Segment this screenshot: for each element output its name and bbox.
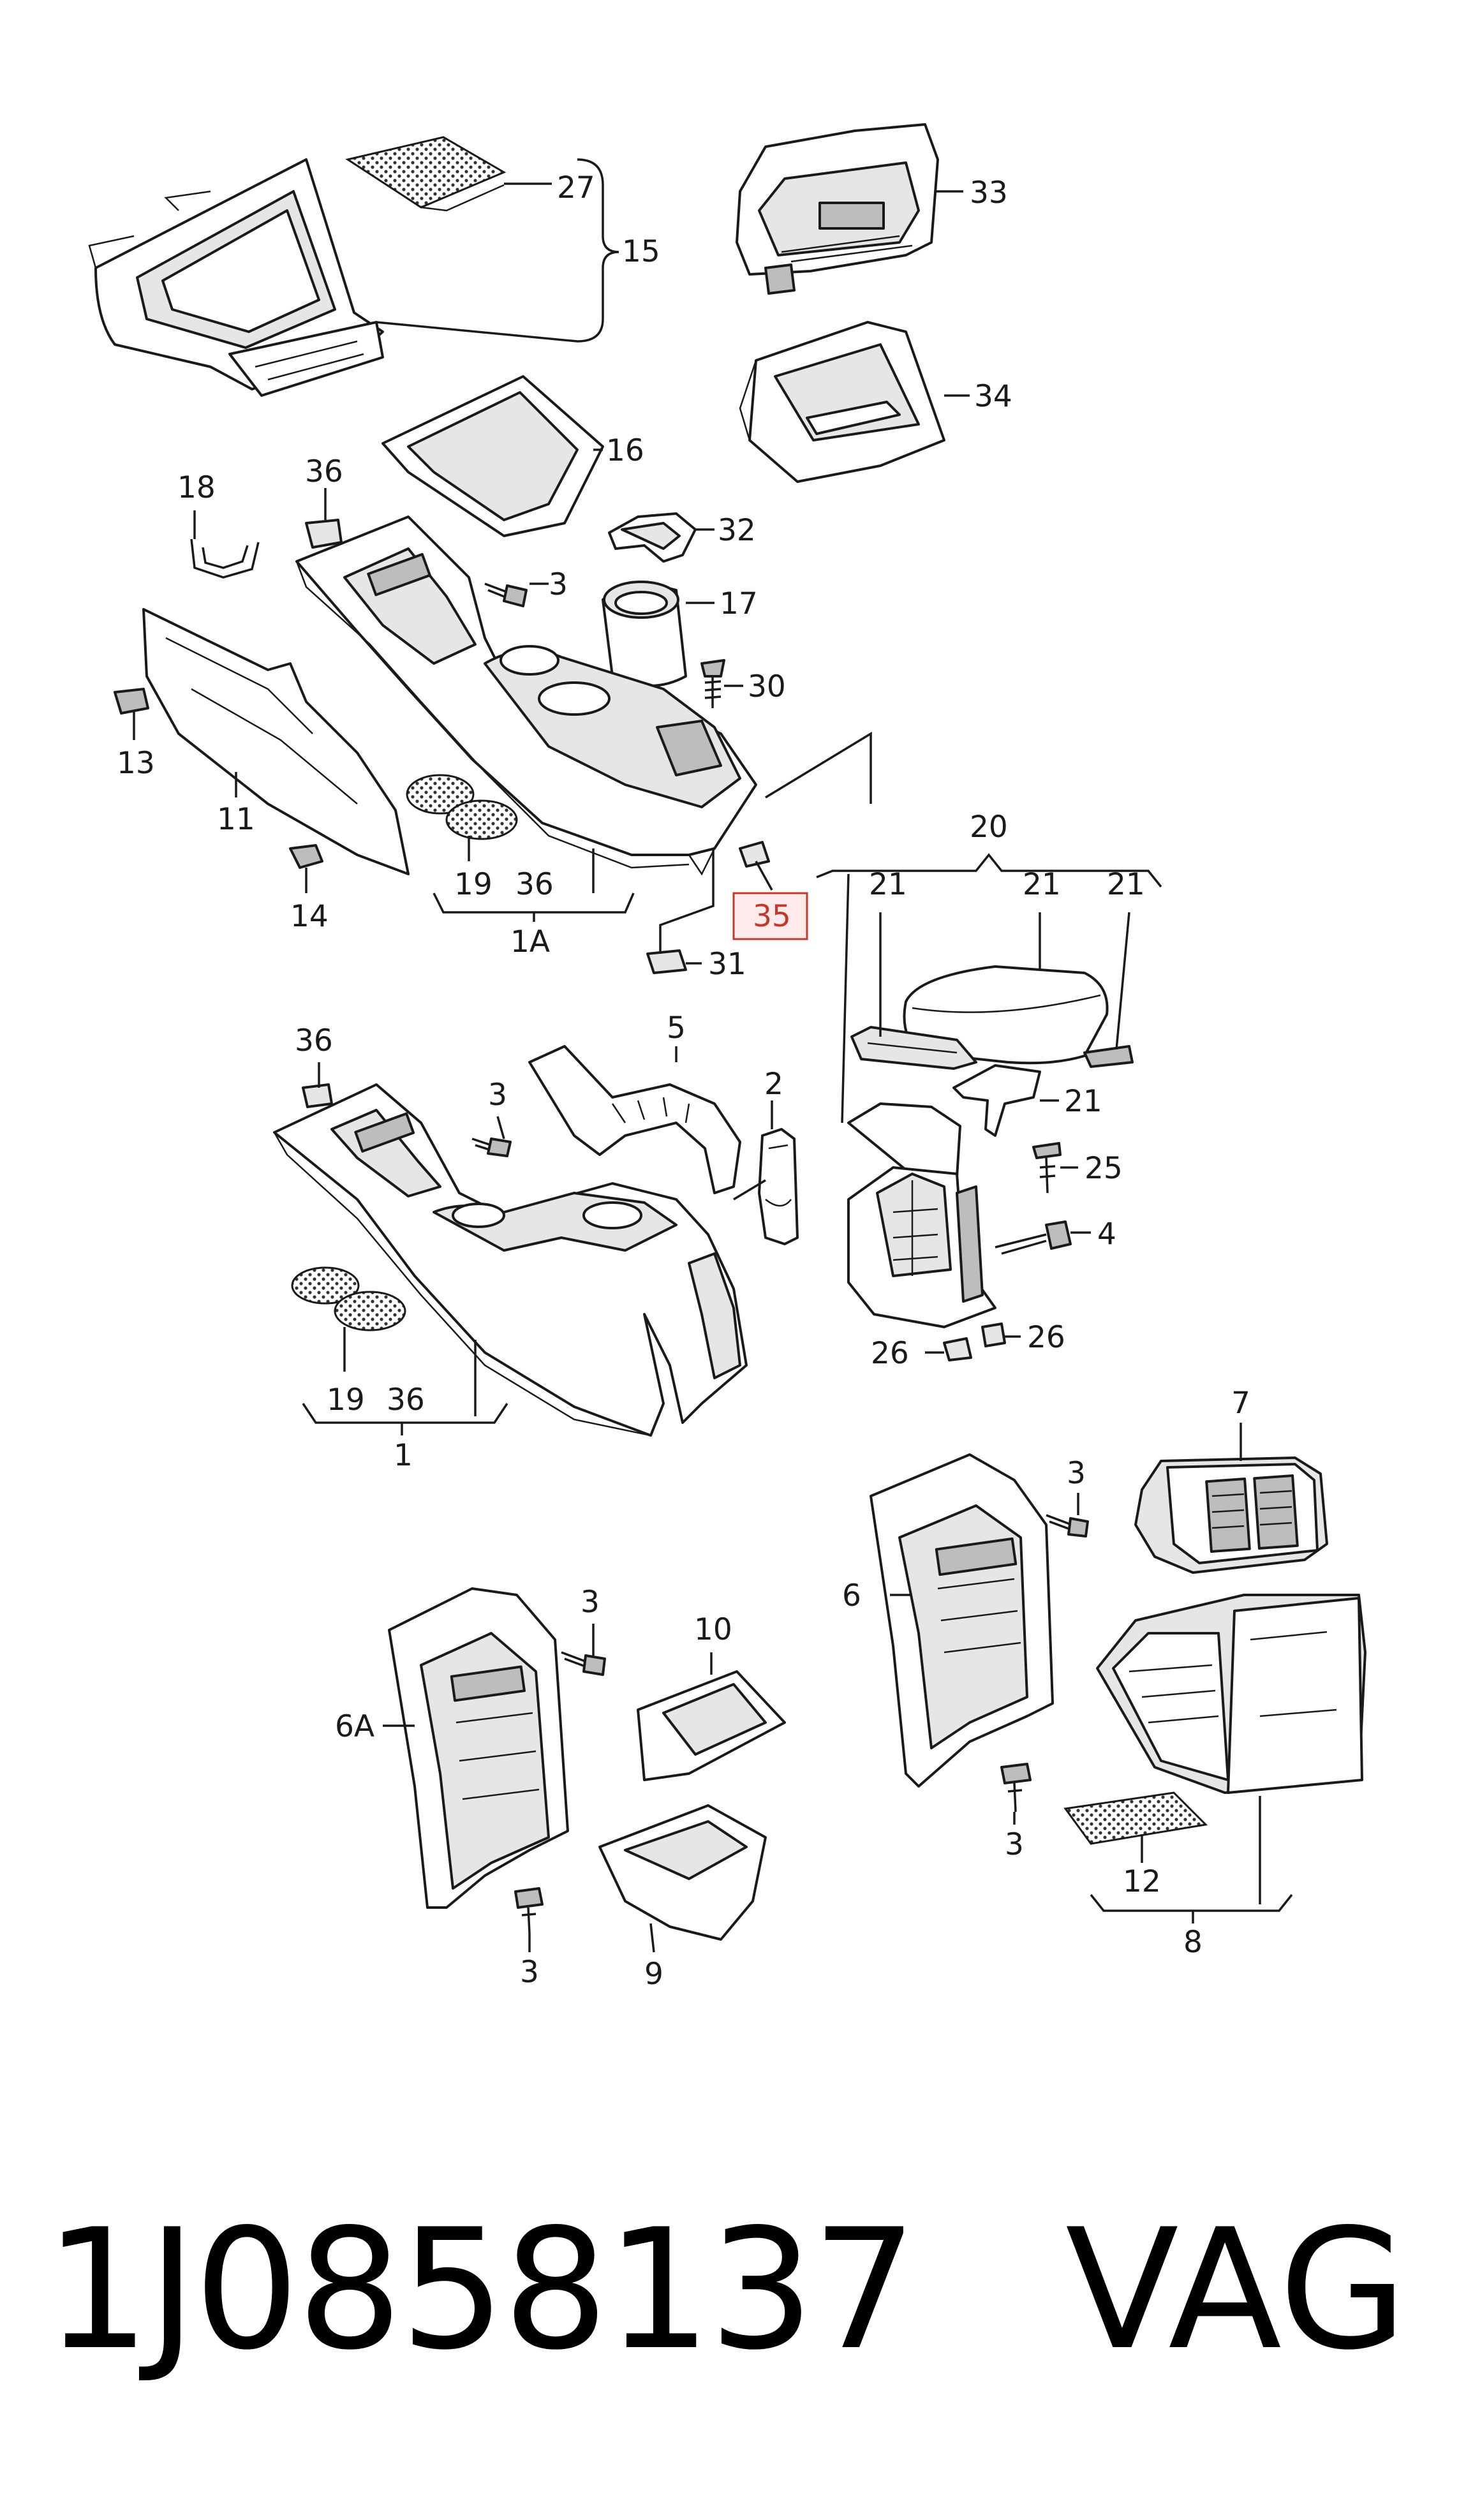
tray-10-drawing [637, 1670, 786, 1781]
callout-33[interactable]: 33 [970, 175, 1008, 211]
callout-2[interactable]: 2 [764, 1067, 783, 1102]
trim-6-drawing [870, 1453, 1054, 1788]
leader-lines [133, 158, 1293, 1953]
bracket-18-drawing [190, 538, 260, 579]
callout-21-b[interactable]: 21 [1023, 867, 1061, 902]
pad-21-drawing [1083, 1045, 1134, 1068]
clip-35-drawing [739, 841, 770, 868]
clip-26-right-drawing [981, 1323, 1006, 1347]
callout-14[interactable]: 14 [290, 899, 329, 934]
callout-17[interactable]: 17 [720, 586, 758, 621]
footer: 1J0858137 VAG [0, 2195, 1466, 2399]
part-number: 1J0858137 [45, 2194, 917, 2387]
callout-6A[interactable]: 6A [335, 1709, 374, 1744]
mat-19-upper-drawing [406, 774, 518, 840]
callout-32[interactable]: 32 [718, 513, 756, 548]
side-panel-11-drawing [142, 608, 410, 875]
plate-21-drawing [850, 1026, 977, 1070]
mat-27-drawing [345, 136, 507, 212]
callout-21-d[interactable]: 21 [1064, 1084, 1102, 1119]
callout-16[interactable]: 16 [606, 433, 644, 468]
screw-3-upper-drawing [484, 582, 528, 607]
screw-3-rear-left-lower-drawing [514, 1887, 544, 1934]
brand-name: VAG [1065, 2194, 1407, 2387]
callout-1[interactable]: 1 [394, 1438, 413, 1473]
clip-31-drawing [646, 949, 687, 974]
callout-30[interactable]: 30 [748, 669, 786, 704]
callout-31[interactable]: 31 [708, 947, 746, 982]
frame-34-drawing [739, 321, 945, 483]
console-1A-drawing [295, 515, 757, 876]
mat-12-drawing [1063, 1791, 1208, 1845]
callout-3-upper[interactable]: 3 [549, 567, 568, 602]
callout-27[interactable]: 27 [557, 170, 595, 205]
highlight-box-35 [732, 892, 808, 940]
screw-4-drawing [995, 1220, 1072, 1255]
clip-36-lower-drawing [302, 1083, 333, 1108]
callout-6[interactable]: 6 [842, 1578, 861, 1613]
screw-30-drawing [700, 659, 725, 708]
callout-20[interactable]: 20 [970, 810, 1008, 845]
callout-18[interactable]: 18 [177, 470, 216, 505]
trim-32-drawing [608, 512, 697, 563]
callout-3-lower[interactable]: 3 [488, 1078, 507, 1113]
callout-34[interactable]: 34 [974, 379, 1012, 414]
console-1-drawing [273, 1083, 748, 1437]
callout-35-highlight[interactable]: 35 [753, 899, 791, 934]
callout-26-right[interactable]: 26 [1027, 1320, 1065, 1355]
callout-3-rear-right-lower[interactable]: 3 [1005, 1827, 1024, 1862]
callout-3-rear-left-upper[interactable]: 3 [581, 1585, 600, 1620]
mat-19-lower-drawing [291, 1266, 406, 1331]
screw-3-rear-right-upper-drawing [1046, 1514, 1089, 1538]
callout-36-bottom[interactable]: 36 [387, 1382, 425, 1418]
screw-3-rear-right-lower-drawing [1000, 1763, 1032, 1812]
callout-36-lower[interactable]: 36 [295, 1023, 333, 1058]
callout-1A[interactable]: 1A [510, 924, 550, 960]
storage-box-drawing [847, 1102, 996, 1328]
callout-3-rear-right-upper[interactable]: 3 [1067, 1456, 1086, 1491]
tray-15-drawing [88, 158, 384, 397]
screw-3-lower-drawing [471, 1138, 512, 1157]
callout-8[interactable]: 8 [1183, 1925, 1203, 1960]
callout-3-rear-left-lower[interactable]: 3 [520, 1955, 539, 1990]
vent-7-drawing [1134, 1456, 1328, 1574]
tray-9-drawing [598, 1804, 767, 1941]
screw-3-rear-left-upper-drawing [561, 1651, 606, 1676]
cover-16-drawing [381, 375, 604, 537]
callout-21-c[interactable]: 21 [1107, 867, 1145, 902]
clip-14-drawing [289, 844, 323, 869]
trim-6A-drawing [388, 1587, 569, 1909]
callout-9[interactable]: 9 [644, 1957, 663, 1992]
screw-25-drawing [1032, 1142, 1062, 1194]
callout-13[interactable]: 13 [117, 746, 155, 781]
bracket-2-drawing [758, 1128, 799, 1245]
callout-25[interactable]: 25 [1085, 1151, 1123, 1186]
box-8-drawing [1096, 1594, 1366, 1794]
callout-36-mid[interactable]: 36 [515, 867, 554, 902]
hinge-21-drawing [952, 1064, 1041, 1137]
clip-13-drawing [114, 688, 149, 715]
callout-36-upper[interactable]: 36 [305, 454, 343, 489]
callout-19-lower[interactable]: 19 [327, 1382, 365, 1418]
callout-19-upper[interactable]: 19 [454, 867, 492, 902]
cup-insert-17-drawing [602, 581, 687, 687]
bezel-33-drawing [736, 123, 939, 295]
callout-11[interactable]: 11 [217, 802, 255, 837]
callout-4[interactable]: 4 [1097, 1217, 1116, 1252]
clip-36-upper-drawing [305, 519, 343, 549]
callout-26-left[interactable]: 26 [871, 1336, 909, 1371]
callout-7[interactable]: 7 [1231, 1386, 1250, 1421]
trim-5-drawing [528, 1045, 741, 1194]
callout-10[interactable]: 10 [694, 1612, 732, 1647]
callout-12[interactable]: 12 [1123, 1864, 1161, 1899]
clip-26-left-drawing [943, 1337, 972, 1361]
callout-5[interactable]: 5 [667, 1011, 686, 1046]
callout-15[interactable]: 15 [622, 234, 660, 269]
callout-21-a[interactable]: 21 [869, 867, 907, 902]
